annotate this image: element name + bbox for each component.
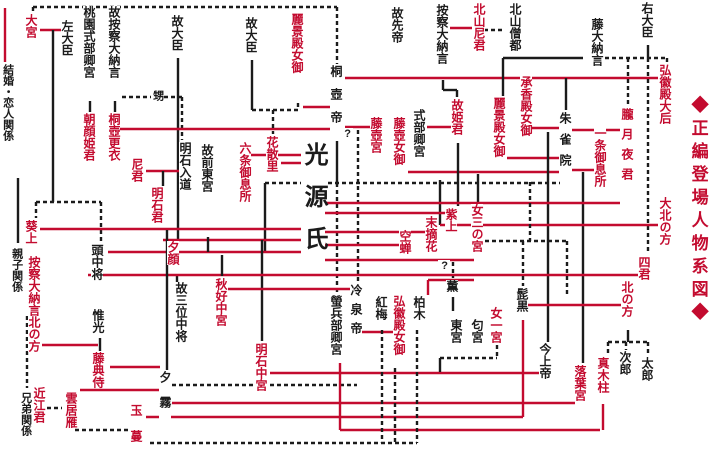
to-naishi-no-suke: 藤典侍 <box>91 352 106 388</box>
kashiwagi: 柏木 <box>412 296 427 320</box>
yugao: 夕顔 <box>166 241 181 265</box>
oi-label: 甥 <box>151 90 164 101</box>
ko-daijin-1: 故大臣 <box>170 15 185 51</box>
okita-no-kata: 大北の方 <box>658 197 673 245</box>
shokyoden-nyogo: 承香殿女御 <box>519 76 534 136</box>
oborozukiyo-no-kimi: 朧月夜君 <box>620 108 635 188</box>
rokujo-miyasudokoro: 六条御息所 <box>238 142 253 202</box>
omiya: 大宮 <box>24 14 39 38</box>
hotaru-hyobukyo-no-miya: 螢兵部卿宮 <box>329 295 344 355</box>
reikeiden-nyogo-1: 麗景殿女御 <box>290 13 305 73</box>
kita-no-kata: 北の方 <box>620 281 635 317</box>
udaijin: 右大臣 <box>640 2 655 38</box>
ichijo-miyasudokoro: 一条御息所 <box>593 127 608 187</box>
reikeiden-nyogo-2: 麗景殿女御 <box>492 97 507 157</box>
chart-title: ◆正編登場人物系図◆ <box>688 96 708 326</box>
amagimi: 尼君 <box>130 158 145 182</box>
fujitsubo-no-miya: 藤壺宮 <box>369 117 384 153</box>
shikibukyo-no-miya: 式部卿宮 <box>412 109 427 157</box>
kiritsubo-tei: 桐壺帝 <box>329 65 344 134</box>
kumoi-no-kari: 雲居雁 <box>64 392 79 428</box>
kiritsubo-koi: 桐壺更衣 <box>107 113 122 161</box>
kitayama-amagimi: 北山尼君 <box>472 3 487 51</box>
nio-miya: 匂宮 <box>470 319 485 343</box>
suetsumuhana: 末摘花 <box>424 216 439 252</box>
ochiba-no-miya: 落葉宮 <box>573 365 588 401</box>
asagao-himegimi: 朝顔姫君 <box>82 113 97 161</box>
sadaijin: 左大臣 <box>60 20 75 56</box>
ko-sanmi-chujo: 故三位中将 <box>174 282 189 342</box>
ko-sentei: 故先帝 <box>390 7 405 43</box>
hanachirusato: 花散里 <box>265 136 280 172</box>
reizei-tei: 冷泉帝 <box>349 284 364 341</box>
jiro: 次郎 <box>618 351 633 375</box>
to-no-chujo: 頭中将 <box>90 244 105 280</box>
tamakazura: 玉蔓 <box>129 404 143 453</box>
fujitsubo-nyogo: 藤壺女御 <box>392 117 407 165</box>
akashi-no-kimi: 明石君 <box>150 187 165 223</box>
question-mark-2: ? <box>438 260 451 272</box>
onna-san-no-miya: 女三の宮 <box>470 204 485 252</box>
ko-zen-togu: 故前東宮 <box>200 144 215 192</box>
legend-marriage-label: 結婚・恋人関係 <box>1 64 14 141</box>
kinjo-tei: 今上帝 <box>538 343 553 379</box>
azechi-dainagon-kita-no-kata: 按察大納言北の方 <box>27 256 42 352</box>
higekuro: 髭黒 <box>515 288 530 312</box>
akashi-chugu: 明石中宮 <box>254 343 269 391</box>
hikaru-genji: 光源氏 <box>300 142 328 268</box>
ko-azechi-dainagon: 故按察大納言 <box>107 6 122 78</box>
onna-ichi-no-miya: 女一宮 <box>489 307 504 343</box>
kobai: 紅梅 <box>374 296 389 320</box>
kokiden-taigo: 弘徽殿大后 <box>658 64 673 124</box>
to-dainagon: 藤大納言 <box>590 18 605 66</box>
kitayama-sozu: 北山僧都 <box>508 3 523 51</box>
ko-himegimi: 故姫君 <box>450 99 465 135</box>
koremitsu: 惟光 <box>91 309 106 333</box>
yugiri: 夕霧 <box>158 371 173 421</box>
murasaki-no-ue: 紫上 <box>444 208 459 232</box>
aoi-no-ue: 葵上 <box>24 220 39 244</box>
question-mark-1: ? <box>341 128 354 140</box>
momozono-shikibukyo-no-miya: 桃園式部卿宮 <box>82 6 97 78</box>
togu: 東宮 <box>449 319 464 343</box>
akashi-nyudo: 明石入道 <box>178 142 193 190</box>
omi-no-kimi: 近江君 <box>32 387 47 423</box>
makibashira: 真木柱 <box>596 357 611 393</box>
akikonomu-chugu: 秋好中宮 <box>214 278 229 326</box>
azechi-dainagon: 按察大納言 <box>435 4 450 64</box>
legend-sibling-label: 兄弟関係 <box>19 392 32 436</box>
kaoru: 薫 <box>445 280 460 292</box>
ko-daijin-2: 故大臣 <box>244 17 259 53</box>
taro: 太郎 <box>640 357 655 381</box>
yon-no-kimi: 四君 <box>637 256 652 280</box>
suzaku-in: 朱雀院 <box>558 112 573 175</box>
utsusemi: 空蝉 <box>398 230 413 254</box>
legend-parent-label: 親子関係 <box>10 248 23 292</box>
kokiden-nyogo: 弘徽殿女御 <box>392 295 407 355</box>
